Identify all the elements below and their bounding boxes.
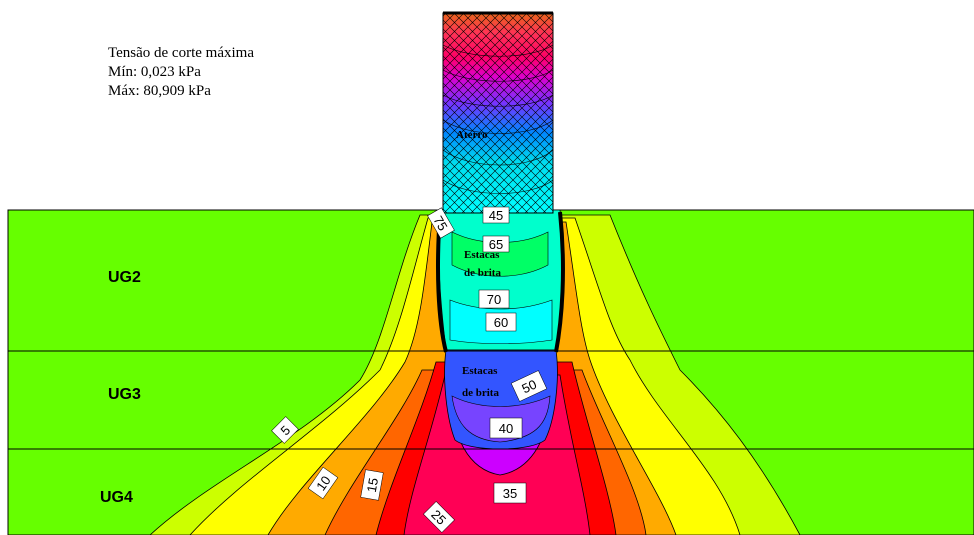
column-lower-label-2: de brita: [462, 387, 499, 399]
legend-min: Mín: 0,023 kPa: [108, 64, 201, 80]
contour-label-35: 35: [493, 482, 527, 504]
svg-text:35: 35: [503, 486, 517, 501]
svg-text:10: 10: [313, 473, 334, 493]
contour-label-60: 60: [485, 312, 517, 332]
column-outline-right: [554, 211, 565, 353]
layer-label-ug3: UG3: [108, 386, 141, 403]
svg-text:50: 50: [519, 377, 538, 397]
contour-label-10: 10: [307, 466, 339, 500]
contour-label-5: 5: [271, 416, 299, 444]
contour-label-70: 70: [478, 289, 510, 309]
contour-label-75: 75: [427, 207, 455, 239]
legend: Tensão de corte máxima Mín: 0,023 kPa Má…: [108, 44, 254, 101]
column-upper-label-2: de brita: [464, 267, 501, 279]
contour-label-25: 25: [423, 501, 455, 533]
contour-label-65: 65: [482, 235, 510, 253]
layer-label-ug4: UG4: [100, 489, 133, 506]
contour-label-50: 50: [510, 370, 548, 402]
embankment-contour-lines: [442, 44, 554, 194]
svg-text:15: 15: [364, 477, 381, 494]
legend-title: Tensão de corte máxima: [108, 45, 254, 61]
embankment-label: Aterro: [456, 129, 488, 141]
svg-text:60: 60: [494, 315, 508, 330]
column-lower-label-1: Estacas: [462, 365, 498, 377]
contour-label-45: 45: [482, 206, 510, 224]
svg-text:45: 45: [489, 208, 503, 223]
layer-label-ug2: UG2: [108, 269, 141, 286]
svg-text:70: 70: [487, 292, 501, 307]
svg-text:65: 65: [489, 237, 503, 252]
svg-text:75: 75: [430, 213, 450, 233]
legend-max: Máx: 80,909 kPa: [108, 83, 211, 99]
svg-text:40: 40: [499, 421, 513, 436]
contour-label-15: 15: [360, 469, 384, 501]
contour-label-40: 40: [489, 417, 523, 439]
embankment-hatch: [443, 13, 553, 213]
